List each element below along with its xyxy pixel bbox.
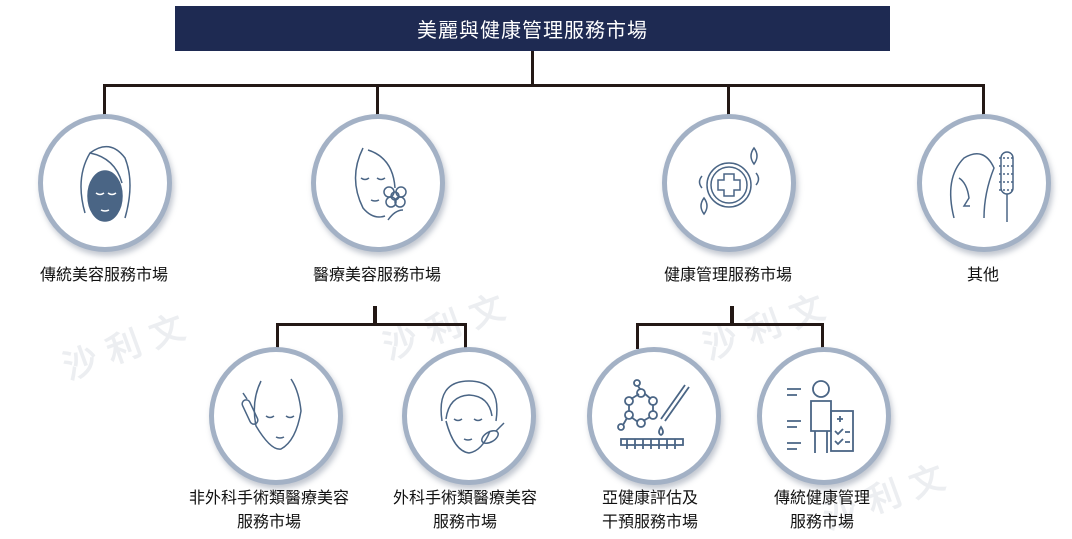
hair-brush-icon	[949, 151, 1015, 222]
node-sub-health	[587, 347, 721, 485]
face-mask-icon	[80, 145, 131, 222]
node-label: 亞健康評估及干預服務市場	[602, 486, 698, 534]
face-surgery-icon	[440, 380, 505, 454]
node-traditional-beauty	[38, 114, 172, 252]
connector	[276, 323, 279, 349]
connector	[376, 84, 379, 116]
face-flower-icon	[354, 147, 407, 221]
node-label: 非外科手術類醫療美容服務市場	[189, 486, 349, 534]
label-line: 服務市場	[236, 512, 302, 531]
node-label: 傳統美容服務市場	[39, 265, 169, 284]
connector	[103, 84, 106, 116]
label-line: 外科手術類醫療美容	[392, 488, 538, 507]
connector	[727, 84, 730, 116]
connector	[103, 84, 985, 87]
face-roller-icon	[241, 378, 302, 450]
connector	[276, 323, 467, 326]
label-line: 服務市場	[432, 512, 498, 531]
label-line: 服務市場	[789, 512, 855, 531]
connector	[821, 323, 824, 349]
node-others	[917, 114, 1051, 252]
connector	[730, 306, 734, 324]
label-line: 非外科手術類醫療美容	[188, 488, 350, 507]
connector	[373, 306, 377, 324]
connector	[982, 84, 985, 116]
diagram-title: 美麗與健康管理服務市場	[175, 6, 890, 51]
label-line: 傳統健康管理	[773, 488, 871, 507]
molecule-lab-icon	[617, 379, 690, 449]
connector	[636, 323, 824, 326]
node-health-management	[662, 114, 796, 252]
label-line: 亞健康評估及	[601, 488, 699, 507]
medical-cross-leaves-icon	[698, 146, 760, 216]
node-label: 醫療美容服務市場	[312, 265, 442, 284]
node-label: 健康管理服務市場	[663, 265, 793, 284]
node-traditional-health	[757, 347, 891, 485]
node-medical-beauty	[311, 114, 445, 252]
doctor-checklist-icon	[787, 380, 854, 453]
node-label: 傳統健康管理服務市場	[774, 486, 870, 534]
connector	[464, 323, 467, 349]
label-line: 干預服務市場	[601, 512, 699, 531]
node-label: 外科手術類醫療美容服務市場	[393, 486, 537, 534]
node-surgical	[402, 347, 536, 485]
node-label: 其他	[966, 265, 1000, 284]
connector	[531, 51, 534, 86]
connector	[636, 323, 639, 349]
watermark: 沙 利 文	[58, 307, 190, 389]
node-non-surgical	[209, 347, 343, 485]
